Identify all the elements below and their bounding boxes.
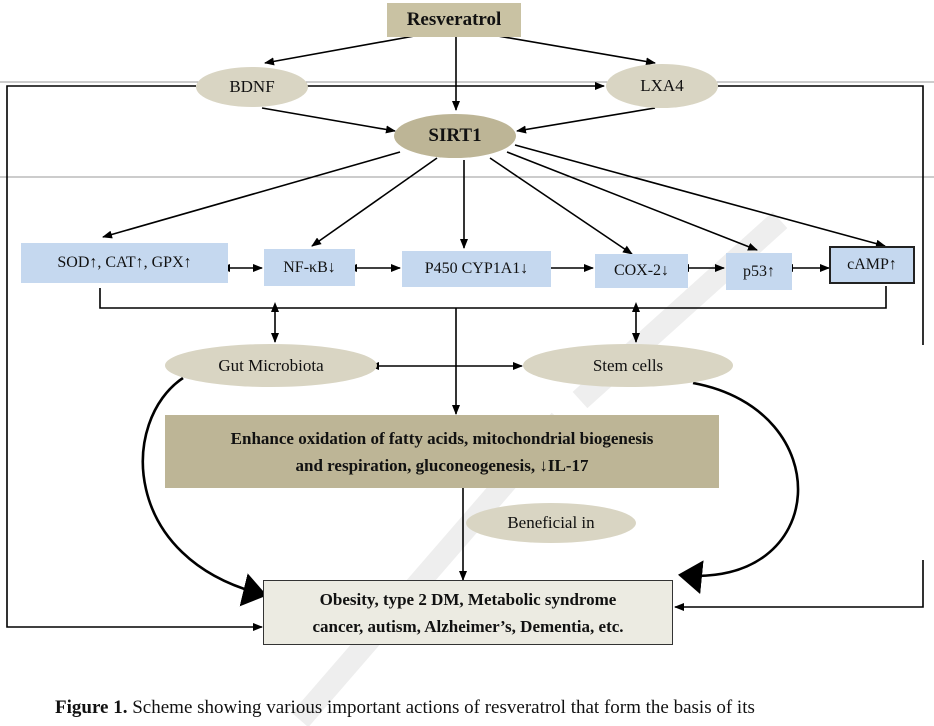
- sod-label: SOD↑, CAT↑, GPX↑: [57, 254, 192, 271]
- arrow-sirt1-camp: [514, 144, 886, 248]
- arrow-sirt1-sod: [102, 151, 401, 239]
- arrow-res-lxa4: [491, 34, 656, 66]
- p450-box: P450 CYP1A1↓: [402, 251, 551, 287]
- targets-bracket: [99, 286, 887, 309]
- sirt1-ellipse: SIRT1: [394, 114, 516, 158]
- arrow-sirt1-cox2: [489, 157, 633, 255]
- camp-box: cAMP↑: [829, 246, 915, 284]
- bdnf-label: BDNF: [229, 77, 275, 96]
- stem-cells-label: Stem cells: [592, 355, 664, 375]
- cox2-box: COX-2↓: [595, 254, 688, 288]
- p53-box: p53↑: [726, 253, 792, 290]
- resveratrol-label: Resveratrol: [406, 9, 502, 30]
- effects-line-1: Enhance oxidation of fatty acids, mitoch…: [230, 428, 654, 448]
- lxa4-ellipse: LXA4: [606, 64, 718, 108]
- arrow-sirt1-p53: [506, 151, 758, 251]
- camp-label: cAMP↑: [847, 256, 897, 273]
- caption-label: Figure 1.: [55, 697, 128, 718]
- bdnf-ellipse: BDNF: [196, 67, 308, 107]
- line-lxa4-right: [718, 85, 924, 345]
- arrow-bdnf-sirt1: [261, 107, 396, 134]
- p450-label: P450 CYP1A1↓: [424, 260, 529, 277]
- resveratrol-box: Resveratrol: [387, 3, 521, 37]
- caption-text: Scheme showing various important actions…: [127, 697, 755, 718]
- arrow-lxa4-sirt1: [516, 107, 656, 134]
- effects-box: Enhance oxidation of fatty acids, mitoch…: [165, 415, 719, 488]
- sod-box: SOD↑, CAT↑, GPX↑: [21, 243, 228, 283]
- arrow-res-bdnf: [264, 34, 421, 66]
- arrow-bdnf-diseases: [6, 85, 263, 631]
- beneficial-ellipse: Beneficial in: [466, 503, 636, 543]
- curve-gut-diseases: [141, 376, 267, 607]
- lxa4-label: LXA4: [640, 76, 684, 95]
- arrow-right-diseases: [674, 560, 924, 611]
- sirt1-label: SIRT1: [428, 125, 482, 146]
- diseases-box: Obesity, type 2 DM, Metabolic syndrome c…: [263, 580, 673, 645]
- gut-microbiota-label: Gut Microbiota: [218, 355, 324, 375]
- p53-label: p53↑: [743, 262, 775, 280]
- diseases-line-2: cancer, autism, Alzheimer’s, Dementia, e…: [312, 616, 624, 636]
- curve-stem-diseases: [678, 381, 800, 595]
- nfkb-label: NF-κB↓: [283, 258, 336, 276]
- stem-cells-ellipse: Stem cells: [523, 344, 733, 387]
- gut-microbiota-ellipse: Gut Microbiota: [165, 344, 377, 387]
- figure-caption: Figure 1. Scheme showing various importa…: [55, 697, 755, 719]
- diseases-line-1: Obesity, type 2 DM, Metabolic syndrome: [319, 589, 617, 609]
- effects-line-2: and respiration, gluconeogenesis, ↓IL-17: [295, 455, 589, 475]
- cox2-label: COX-2↓: [613, 262, 670, 279]
- arrow-sirt1-nfkb: [311, 157, 438, 247]
- nfkb-box: NF-κB↓: [264, 249, 355, 286]
- beneficial-label: Beneficial in: [507, 513, 595, 532]
